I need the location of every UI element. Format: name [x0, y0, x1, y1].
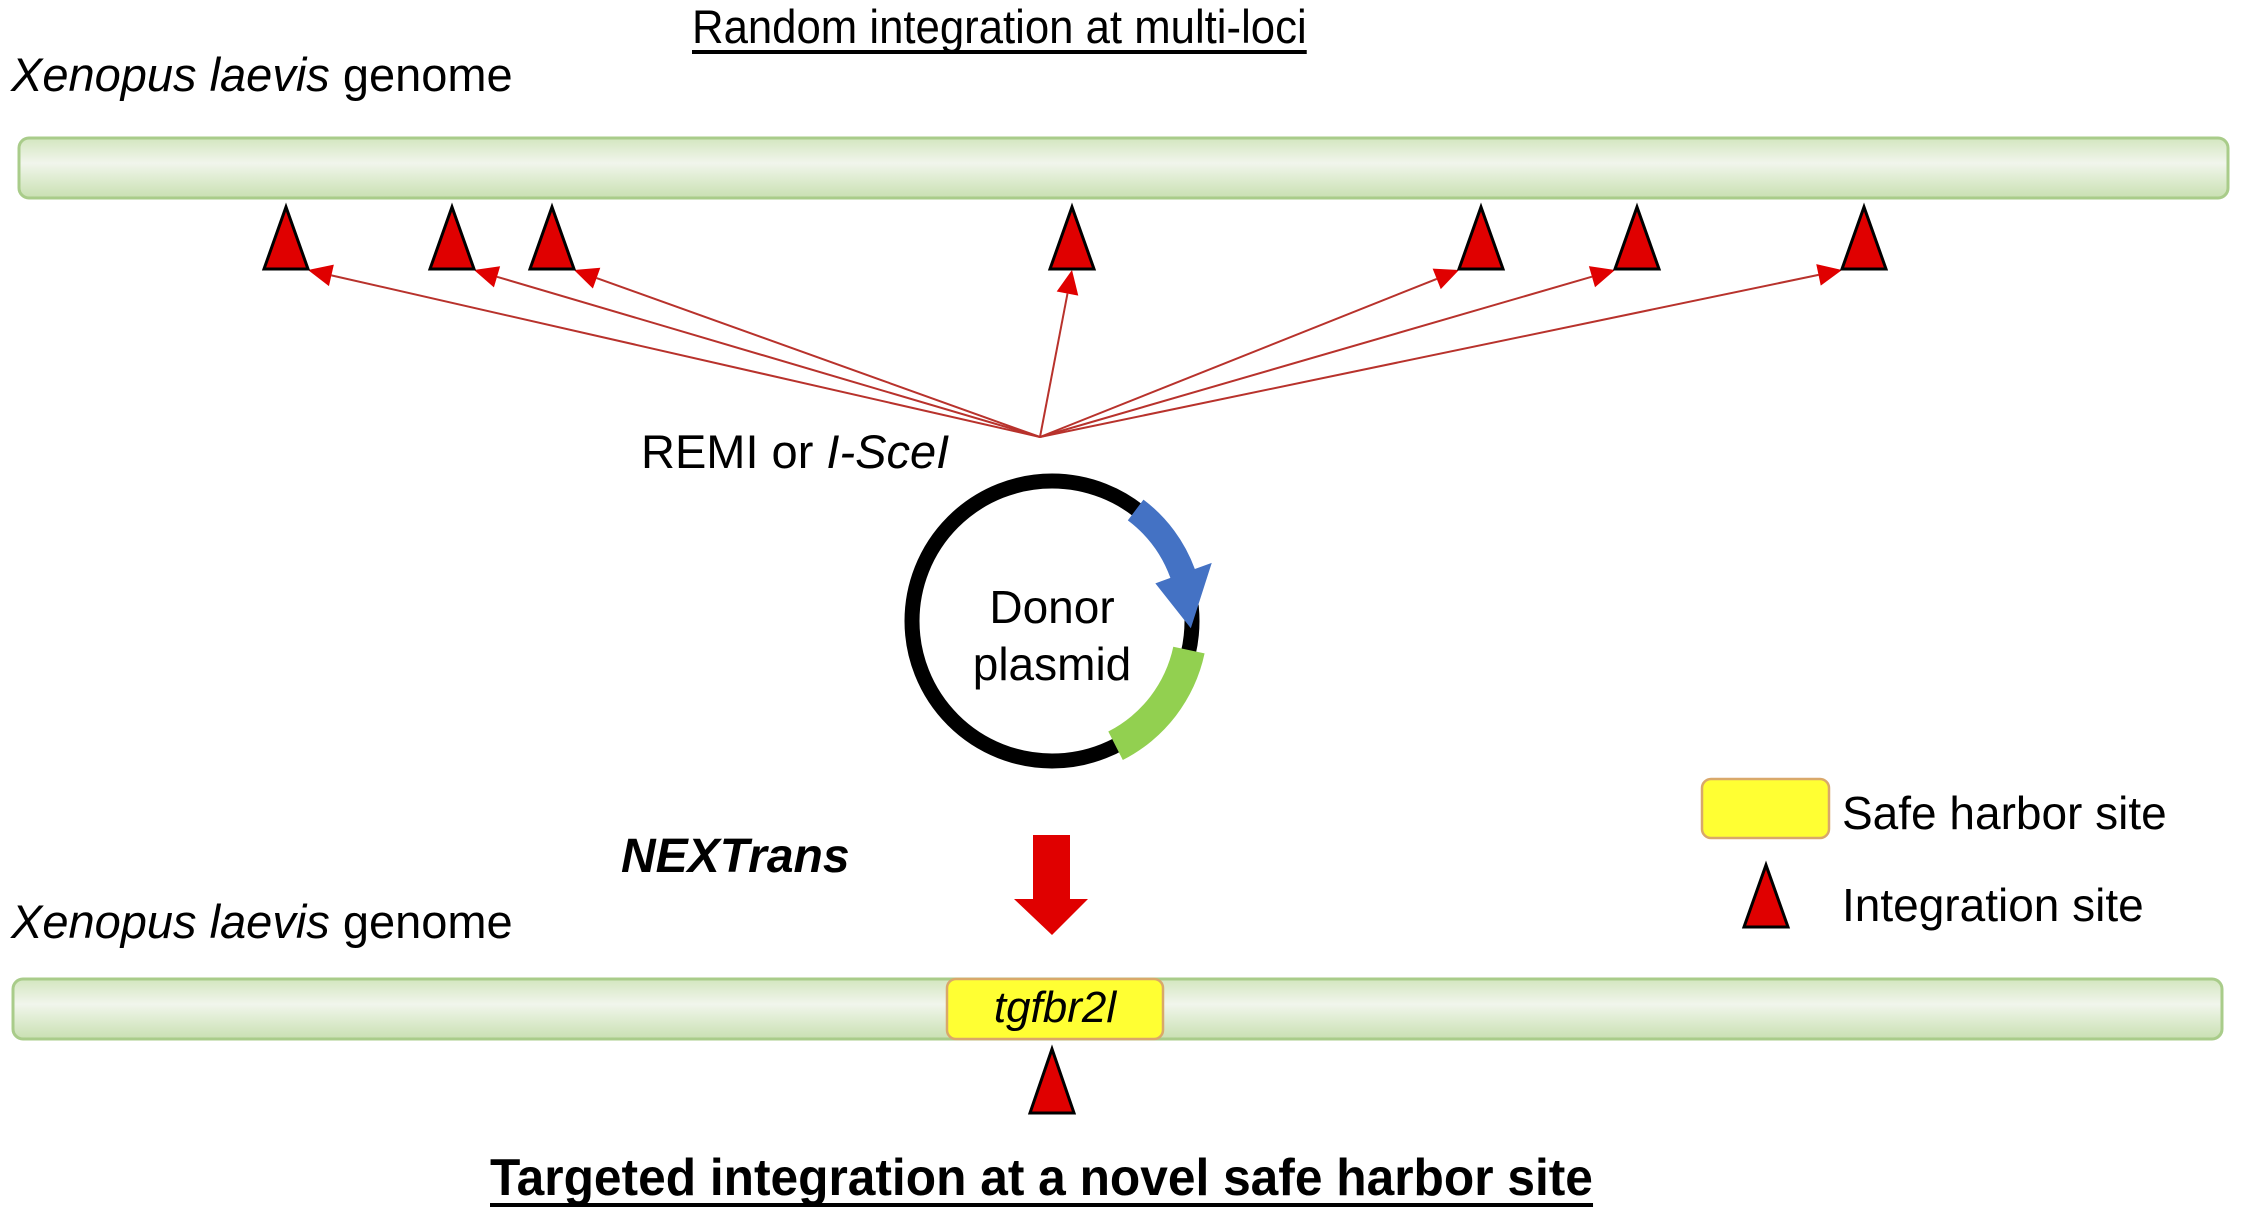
genome-suffix: genome [329, 895, 513, 948]
integration-arrow-line [496, 275, 1041, 438]
arrowhead-icon [1816, 264, 1842, 286]
integration-site-icon [1612, 202, 1662, 271]
isce1-label: I-SceI [826, 425, 950, 478]
title-random-integration: Random integration at multi-loci [692, 0, 1307, 54]
integration-arrow-line [1039, 275, 1593, 438]
integration-site-icon [1456, 202, 1506, 271]
plasmid-label-line1: Donor [989, 581, 1115, 633]
integration-arrow-line [596, 277, 1041, 438]
plasmid-blue-element [1127, 499, 1212, 629]
arrowhead-icon [1056, 270, 1079, 296]
integration-site-icon [1047, 202, 1097, 271]
integration-arrow-line [1039, 273, 1819, 438]
integration-site-icon [527, 202, 577, 271]
legend-integration-site-icon [1741, 860, 1791, 929]
chromosome-top [17, 136, 2230, 200]
random-method-label: REMI or I-SceI [641, 426, 949, 478]
nextrans-arrow-icon [1014, 835, 1088, 935]
species-name: Xenopus laevis [11, 895, 330, 948]
targeted-integration-site-icon [1027, 1044, 1077, 1115]
integration-site-icon [427, 202, 477, 271]
plasmid-label: Donor plasmid [952, 579, 1152, 693]
safe-harbor-site [945, 977, 1165, 1041]
integration-site-icon [261, 202, 311, 271]
arrowhead-icon [474, 266, 501, 288]
legend-integration-site-label: Integration site [1842, 879, 2144, 931]
remi-label: REMI or [641, 425, 827, 478]
legend-safe-harbor-swatch [1700, 777, 1831, 840]
genome-label-bottom: Xenopus laevis genome [11, 896, 513, 948]
safe-harbor-gene-label: tgfbr2l [993, 983, 1117, 1032]
nextrans-label: NEXTrans [621, 830, 850, 883]
title-targeted-integration: Targeted integration at a novel safe har… [490, 1149, 1593, 1207]
legend-safe-harbor-label: Safe harbor site [1842, 787, 2167, 839]
random-integration-sites [261, 202, 1889, 271]
title-targeted-integration-text: Targeted integration at a novel safe har… [490, 1149, 1593, 1207]
arrowhead-icon [308, 264, 334, 287]
plasmid-label-line2: plasmid [972, 638, 1132, 690]
title-random-integration-text: Random integration at multi-loci [692, 0, 1307, 53]
integration-arrow-line [1039, 277, 1438, 438]
title-underline [692, 50, 1307, 54]
integration-arrow-line [331, 274, 1041, 438]
plasmid-green-element [1108, 646, 1205, 760]
integration-arrow-line [1039, 293, 1069, 438]
donor-plasmid [904, 473, 1212, 769]
arrowhead-icon [1588, 266, 1615, 288]
arrowhead-icon [574, 267, 601, 289]
genome-label-top: Xenopus laevis genome [11, 49, 513, 101]
title-underline [490, 1203, 1593, 1207]
species-name: Xenopus laevis [11, 48, 330, 101]
arrowhead-icon [1432, 268, 1459, 290]
genome-suffix: genome [329, 48, 513, 101]
integration-arrows [308, 264, 1842, 438]
integration-site-icon [1839, 202, 1889, 271]
